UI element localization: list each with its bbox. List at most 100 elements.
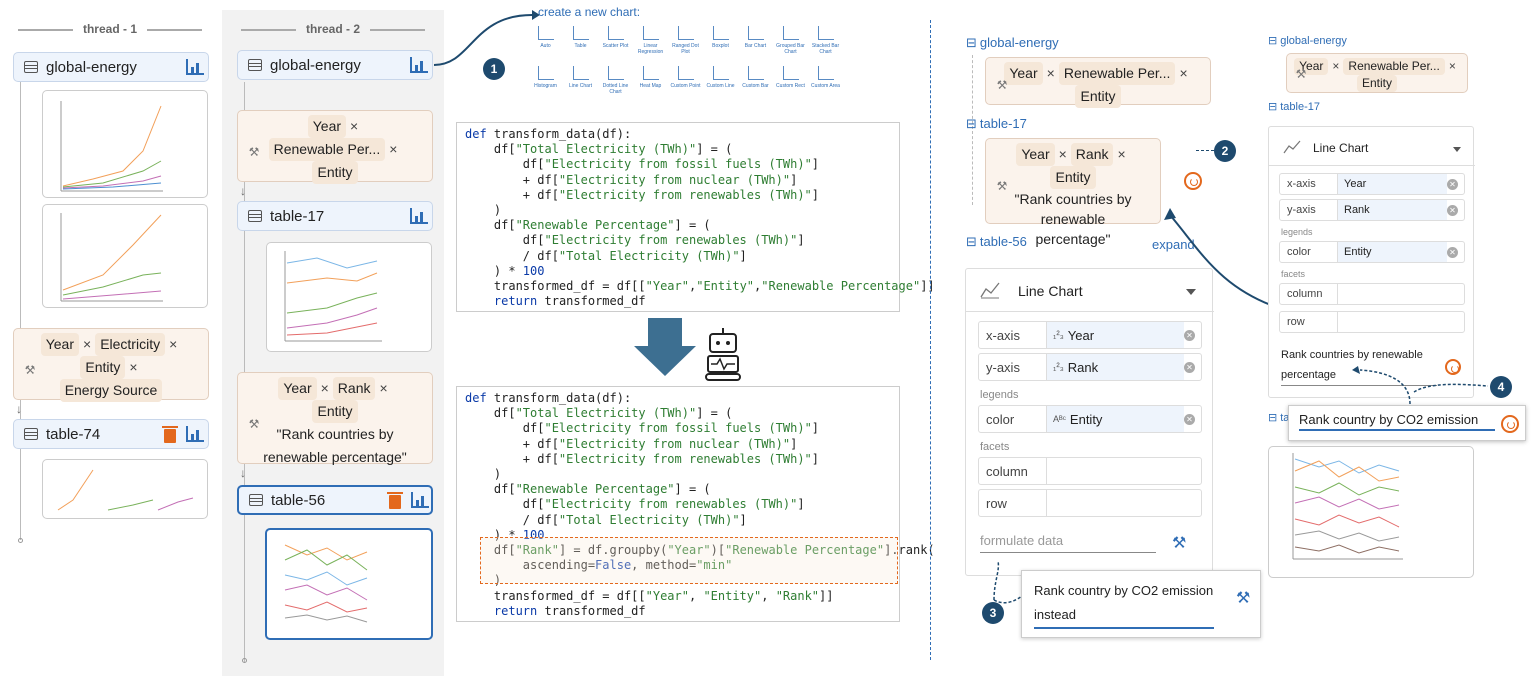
facets-section: facets	[980, 441, 1009, 453]
formula-card[interactable]: ⚒ Year×Rank× Entity "Rank countries by r…	[985, 138, 1161, 224]
formula-card[interactable]: ⚒ Year×Renewable Per...× Entity	[1286, 53, 1468, 93]
x-axis-field[interactable]: ₁²₃Year	[1047, 322, 1184, 348]
link-table-56[interactable]: table-56	[966, 234, 1027, 250]
chart-type-option[interactable]: Auto	[528, 26, 563, 49]
code-line: df["Renewable Percentage"] = (	[465, 218, 891, 233]
row-row[interactable]: row	[978, 489, 1202, 517]
encoding-panel: Line Chart x-axis ₁²₃Year ✕ y-axis ₁²₃Ra…	[965, 268, 1213, 576]
chart-type-option[interactable]: Custom Line	[703, 66, 738, 89]
column-row[interactable]: column	[978, 457, 1202, 485]
chart-type-option[interactable]: Table	[563, 26, 598, 49]
color-row[interactable]: color Entity ✕	[1279, 241, 1465, 263]
chart-type-option[interactable]: Custom Point	[668, 66, 703, 89]
chart-type-option[interactable]: Bar Chart	[738, 26, 773, 49]
table-card-table-17[interactable]: table-17	[237, 201, 433, 231]
row-row[interactable]: row	[1279, 311, 1465, 333]
y-axis-label: y-axis	[1280, 200, 1338, 220]
link-global-energy[interactable]: global-energy	[1268, 34, 1347, 47]
chart-type-option[interactable]: Scatter Plot	[598, 26, 633, 49]
formula-card[interactable]: ⚒ Year×Electricity× Entity× Energy Sourc…	[13, 328, 209, 400]
table-card-global-energy[interactable]: global-energy	[237, 50, 433, 80]
link-global-energy[interactable]: global-energy	[966, 35, 1059, 51]
chart-thumbnail[interactable]	[266, 242, 432, 352]
chart-type-icon	[608, 66, 624, 80]
chart-type-option[interactable]: Heat Map	[633, 66, 668, 89]
add-chart-icon[interactable]	[186, 59, 204, 75]
chart-type-label: Bar Chart	[738, 43, 773, 49]
code-line: df["Electricity from fossil fuels (TWh)"…	[465, 157, 891, 172]
chart-thumbnail[interactable]	[42, 204, 208, 308]
column-label: column	[1280, 284, 1338, 304]
chart-thumbnail[interactable]	[42, 90, 208, 198]
chart-type-option[interactable]: Dotted Line Chart	[598, 66, 633, 95]
y-axis-row[interactable]: y-axis Rank ✕	[1279, 199, 1465, 221]
chart-type-option[interactable]: Histogram	[528, 66, 563, 89]
add-chart-icon[interactable]	[186, 426, 204, 442]
y-axis-row[interactable]: y-axis ₁²₃Rank ✕	[978, 353, 1202, 381]
clear-icon[interactable]: ✕	[1447, 247, 1458, 258]
chart-thumbnail-selected[interactable]	[265, 528, 433, 640]
table-card-table-56[interactable]: table-56	[237, 485, 433, 515]
edit-popup[interactable]: Rank country by CO2 emission	[1288, 405, 1526, 441]
chart-type-dropdown-icon[interactable]	[1453, 147, 1461, 152]
table-name: table-74	[46, 426, 100, 443]
chart-type-option[interactable]: Custom Area	[808, 66, 843, 89]
chart-type-option[interactable]: Ranged Dot Plot	[668, 26, 703, 55]
formula-card[interactable]: ⚒ Year×Rank× Entity "Rank countries by r…	[237, 372, 433, 464]
delete-icon[interactable]	[164, 429, 176, 443]
chart-type-label: Heat Map	[633, 83, 668, 89]
color-field[interactable]: AᴮᶜEntity	[1047, 406, 1184, 432]
column-row[interactable]: column	[1279, 283, 1465, 305]
clear-icon[interactable]: ✕	[1447, 205, 1458, 216]
chart-type-option[interactable]: Stacked Bar Chart	[808, 26, 843, 55]
link-ta[interactable]: ta	[1268, 411, 1289, 424]
refresh-icon[interactable]	[1184, 172, 1202, 190]
clear-icon[interactable]: ✕	[1184, 414, 1195, 425]
x-axis-row[interactable]: x-axis Year ✕	[1279, 173, 1465, 195]
y-axis-field[interactable]: ₁²₃Rank	[1047, 354, 1184, 380]
chart-thumbnail[interactable]	[42, 459, 208, 519]
chart-type-option[interactable]: Boxplot	[703, 26, 738, 49]
clear-icon[interactable]: ✕	[1184, 362, 1195, 373]
add-chart-icon[interactable]	[410, 57, 428, 73]
formula-card[interactable]: ⚒ Year× Renewable Per...× Entity	[237, 110, 433, 182]
chart-type-label: Auto	[528, 43, 563, 49]
table-card-global-energy[interactable]: global-energy	[13, 52, 209, 82]
prompt-wand-icon[interactable]: ⚒	[1236, 587, 1250, 611]
link-table-17[interactable]: table-17	[1268, 100, 1320, 113]
field-chip: Entity	[312, 400, 357, 423]
chart-type-option[interactable]: Custom Bar	[738, 66, 773, 89]
delete-icon[interactable]	[389, 495, 401, 509]
chart-type-option[interactable]: Custom Rect	[773, 66, 808, 89]
x-axis-field[interactable]: Year	[1338, 174, 1447, 194]
clear-icon[interactable]: ✕	[1447, 179, 1458, 190]
edit-text[interactable]: Rank country by CO2 emission	[1299, 412, 1495, 431]
step-badge-1: 1	[483, 58, 505, 80]
formulate-wand-icon[interactable]: ⚒	[1172, 533, 1186, 553]
refresh-icon[interactable]	[1501, 415, 1519, 433]
add-chart-icon[interactable]	[410, 208, 428, 224]
y-axis-field[interactable]: Rank	[1338, 200, 1447, 220]
formulate-data-input[interactable]: formulate data	[980, 533, 1156, 553]
color-row[interactable]: color AᴮᶜEntity ✕	[978, 405, 1202, 433]
chart-type-dropdown-icon[interactable]	[1186, 289, 1196, 295]
rank-chart[interactable]	[1268, 446, 1474, 578]
chart-type-select[interactable]: Line Chart	[1018, 283, 1083, 299]
code-line: + df["Electricity from nuclear (TWh)"]	[465, 173, 891, 188]
prompt-text[interactable]: Rank country by CO2 emission instead	[1034, 579, 1214, 629]
prompt-popup[interactable]: Rank country by CO2 emission instead ⚒	[1021, 570, 1261, 638]
code-line: df["Electricity from fossil fuels (TWh)"…	[465, 421, 891, 436]
table-card-table-74[interactable]: table-74	[13, 419, 209, 449]
chart-type-option[interactable]: Grouped Bar Chart	[773, 26, 808, 55]
chart-type-option[interactable]: Line Chart	[563, 66, 598, 89]
add-chart-icon[interactable]	[411, 492, 429, 508]
table-icon	[249, 494, 263, 506]
chart-type-select[interactable]: Line Chart	[1313, 141, 1368, 155]
formula-card[interactable]: ⚒ Year×Renewable Per...× Entity	[985, 57, 1211, 105]
clear-icon[interactable]: ✕	[1184, 330, 1195, 341]
color-field[interactable]: Entity	[1338, 242, 1447, 262]
legends-section: legends	[980, 389, 1019, 401]
x-axis-row[interactable]: x-axis ₁²₃Year ✕	[978, 321, 1202, 349]
chart-type-option[interactable]: Linear Regression	[633, 26, 668, 55]
link-table-17[interactable]: table-17	[966, 116, 1027, 132]
